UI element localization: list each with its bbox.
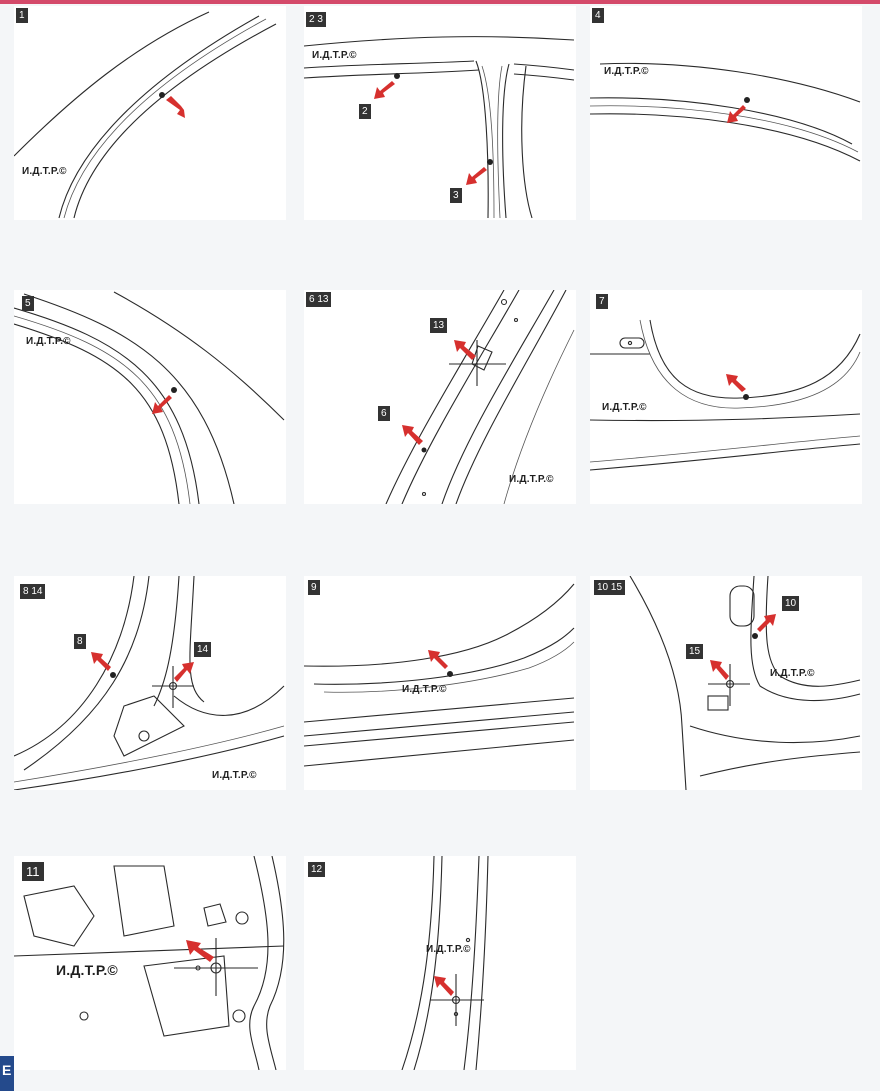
diagram-panel-10-15: 10 15 10 15 И.Д.Т.Р.© xyxy=(590,576,862,790)
callout-10: 10 xyxy=(782,596,800,611)
panel-label: 7 xyxy=(596,294,608,309)
panel-1-drawing xyxy=(14,11,277,219)
red-arrow-icon xyxy=(91,652,111,671)
red-arrow-icon xyxy=(186,940,214,962)
watermark-text: И.Д.Т.Р.© xyxy=(26,336,71,347)
panel-label: 12 xyxy=(308,862,326,877)
red-arrow-icon xyxy=(757,614,776,632)
diagram-panel-11: 11 И.Д.Т.Р.© xyxy=(14,856,286,1070)
panel-label: 10 15 xyxy=(594,580,626,595)
panel-12-drawing xyxy=(401,856,489,1070)
panel-label: 4 xyxy=(592,8,604,23)
red-arrow-icon xyxy=(727,105,746,123)
panel-11-drawing xyxy=(14,856,285,1070)
diagram-panel-9: 9 И.Д.Т.Р.© xyxy=(304,576,576,790)
red-arrow-icon xyxy=(152,395,172,414)
red-arrow-icon xyxy=(710,660,729,680)
diagram-panel-4: 4 И.Д.Т.Р.© xyxy=(590,6,862,220)
panel-label: 6 13 xyxy=(306,292,332,307)
watermark-text: И.Д.Т.Р.© xyxy=(402,684,447,695)
diagram-panel-1: 1 И.Д.Т.Р.© xyxy=(14,6,286,220)
panel-4-drawing xyxy=(590,62,861,162)
panel-label: 8 14 xyxy=(20,584,46,599)
panel-label: 1 xyxy=(16,8,28,23)
red-arrow-icon xyxy=(726,374,746,392)
callout-6: 6 xyxy=(378,406,390,421)
panel-8-14-drawing xyxy=(14,576,285,790)
red-arrow-icon xyxy=(374,81,395,99)
panel-label: 11 xyxy=(22,862,44,881)
red-arrow-icon xyxy=(402,425,423,445)
panel-2-3-drawing xyxy=(304,36,575,219)
watermark-text: И.Д.Т.Р.© xyxy=(604,66,649,77)
callout-15: 15 xyxy=(686,644,704,659)
diagram-panel-7: 7 И.Д.Т.Р.© xyxy=(590,290,862,504)
callout-8: 8 xyxy=(74,634,86,649)
watermark-text: И.Д.Т.Р.© xyxy=(602,402,647,413)
panel-10-15-drawing xyxy=(629,576,861,790)
red-arrow-icon xyxy=(428,650,448,669)
corner-tab-label: E xyxy=(2,1062,12,1078)
red-arrow-icon xyxy=(454,340,476,360)
panel-5-drawing xyxy=(14,291,285,504)
callout-14: 14 xyxy=(194,642,212,657)
page-top-bar xyxy=(0,0,880,4)
panel-label: 5 xyxy=(22,296,34,311)
callout-2: 2 xyxy=(359,104,371,119)
diagram-panel-8-14: 8 14 8 14 И.Д.Т.Р.© xyxy=(14,576,286,790)
page-corner-tab: E xyxy=(0,1056,14,1091)
watermark-text: И.Д.Т.Р.© xyxy=(770,668,815,679)
callout-13: 13 xyxy=(430,318,448,333)
diagram-panel-6-13: 6 13 13 6 И.Д.Т.Р.© xyxy=(304,290,576,504)
red-arrow-icon xyxy=(466,167,487,185)
watermark-text: И.Д.Т.Р.© xyxy=(56,962,118,978)
panel-label: 2 3 xyxy=(306,12,326,27)
panel-label: 9 xyxy=(308,580,320,595)
watermark-text: И.Д.Т.Р.© xyxy=(509,474,554,485)
panel-6-13-drawing xyxy=(385,290,575,504)
diagram-panel-2-3: 2 3 И.Д.Т.Р.© 2 3 xyxy=(304,6,576,220)
watermark-text: И.Д.Т.Р.© xyxy=(312,50,357,61)
callout-3: 3 xyxy=(450,188,462,203)
panel-9-drawing xyxy=(304,583,575,767)
diagram-panel-12: 12 И.Д.Т.Р.© xyxy=(304,856,576,1070)
panel-7-drawing xyxy=(590,319,861,471)
watermark-text: И.Д.Т.Р.© xyxy=(22,166,67,177)
red-arrow-icon xyxy=(174,662,194,682)
red-arrow-icon xyxy=(166,96,185,118)
diagram-panel-5: 5 И.Д.Т.Р.© xyxy=(14,290,286,504)
watermark-text: И.Д.Т.Р.© xyxy=(426,944,471,955)
watermark-text: И.Д.Т.Р.© xyxy=(212,770,257,781)
red-arrow-icon xyxy=(434,976,454,996)
